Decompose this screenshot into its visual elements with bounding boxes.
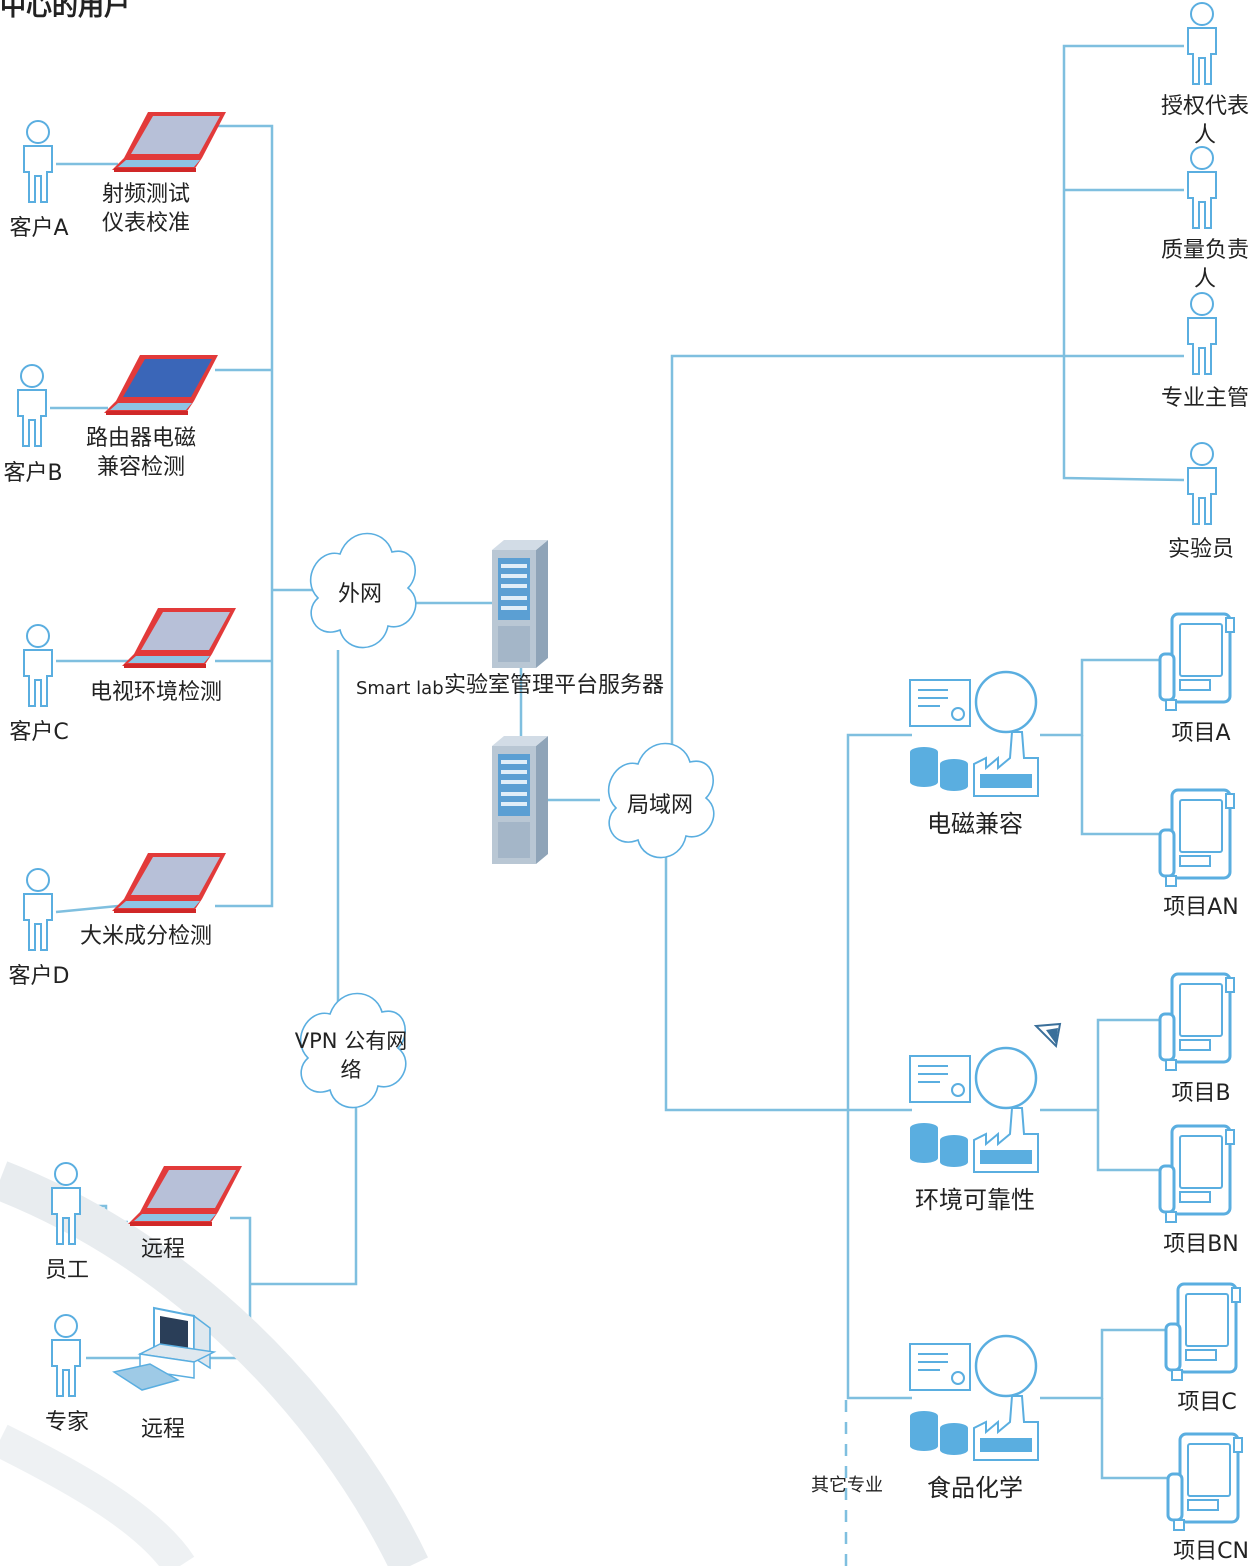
- client-d-laptop-icon: [112, 853, 226, 913]
- food-department-label: 食品化学: [927, 1474, 1023, 1502]
- quality-label: 质量负责人: [1160, 238, 1249, 292]
- other-specialty-label: 其它专业: [811, 1475, 883, 1496]
- employee-device-label: 远程: [140, 1237, 185, 1262]
- client-b-task-label: 路由器电磁兼容检测: [85, 426, 196, 480]
- employee-laptop-icon: [128, 1166, 242, 1226]
- expert-desktop-icon: [113, 1307, 215, 1391]
- auth-rep-person-icon: [1187, 2, 1217, 85]
- project-c-device-icon: [1164, 1282, 1242, 1382]
- quality-person-icon: [1187, 146, 1217, 229]
- client-c-laptop-icon: [122, 608, 236, 668]
- client-b-label: 客户B: [3, 461, 63, 486]
- project-a-label: 项目A: [1171, 721, 1231, 746]
- client-a-person-icon: [23, 120, 53, 203]
- auth-rep-label: 授权代表人: [1160, 94, 1249, 148]
- client-a-task-label: 射频测试仪表校准: [101, 182, 190, 236]
- project-cn-device-icon: [1166, 1432, 1244, 1532]
- client-c-person-icon: [23, 624, 53, 707]
- employee-label: 员工: [44, 1258, 89, 1283]
- connection-lines: [50, 44, 1185, 1480]
- project-an-device-icon: [1158, 788, 1236, 888]
- emc-department-icon: [908, 670, 1040, 798]
- project-cn-label: 项目CN: [1173, 1539, 1249, 1564]
- client-d-task-label: 大米成分检测: [79, 924, 212, 949]
- background-arc-2: [0, 1424, 195, 1566]
- smartlab-label: Smart lab: [356, 678, 444, 699]
- client-c-task-label: 电视环境检测: [89, 680, 222, 705]
- supervisor-label: 专业主管: [1160, 386, 1249, 411]
- supervisor-person-icon: [1187, 292, 1217, 375]
- client-c-label: 客户C: [9, 720, 69, 745]
- project-bn-label: 项目BN: [1163, 1232, 1239, 1257]
- client-d-person-icon: [23, 868, 53, 951]
- lan-label: 局域网: [626, 793, 693, 818]
- server-label: 实验室管理平台服务器: [444, 673, 665, 698]
- project-a-device-icon: [1158, 612, 1236, 712]
- client-b-laptop-icon: [104, 355, 218, 415]
- emc-department-label: 电磁兼容: [927, 810, 1023, 838]
- client-b-person-icon: [17, 364, 47, 447]
- expert-label: 专家: [44, 1410, 89, 1435]
- project-b-label: 项目B: [1171, 1081, 1231, 1106]
- vpn-label: VPN 公有网络: [294, 1029, 408, 1082]
- project-an-label: 项目AN: [1163, 895, 1239, 920]
- food-department-icon: [908, 1334, 1040, 1462]
- lab-staff-person-icon: [1187, 442, 1217, 525]
- external-network-label: 外网: [337, 582, 382, 607]
- client-a-label: 客户A: [9, 216, 69, 241]
- client-a-laptop-icon: [112, 112, 226, 172]
- server-bottom-icon: [492, 736, 548, 864]
- expert-person-icon: [51, 1314, 81, 1397]
- lab-staff-label: 实验员: [1167, 537, 1234, 562]
- project-c-label: 项目C: [1177, 1390, 1237, 1415]
- expert-device-label: 远程: [140, 1417, 185, 1442]
- server-top-icon: [492, 540, 548, 668]
- page-title: 中心的用户: [0, 0, 131, 22]
- env-department-label: 环境可靠性: [915, 1186, 1035, 1214]
- project-b-device-icon: [1158, 972, 1236, 1072]
- project-bn-device-icon: [1158, 1124, 1236, 1224]
- client-d-label: 客户D: [8, 964, 70, 989]
- env-department-icon: [908, 1046, 1040, 1174]
